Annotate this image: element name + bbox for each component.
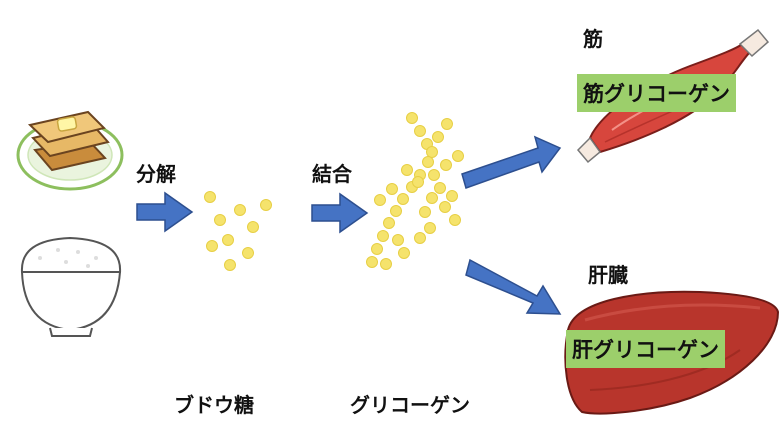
arrow-icon <box>311 192 369 234</box>
arrow-icon <box>465 258 562 315</box>
toast-icon <box>16 110 124 191</box>
glycogen-branch-icon <box>366 112 464 270</box>
liver-label: 肝臓 <box>588 263 628 287</box>
glucose-label: ブドウ糖 <box>174 393 254 417</box>
liver-glycogen-label: 肝グリコーゲン <box>566 330 725 368</box>
combine-label: 結合 <box>312 162 352 186</box>
arrow-icon <box>136 191 194 233</box>
muscle-glycogen-label: 筋グリコーゲン <box>577 74 736 112</box>
breakdown-label: 分解 <box>136 162 176 186</box>
muscle-label: 筋 <box>583 27 603 51</box>
glycogen-label: グリコーゲン <box>350 393 470 417</box>
rice-bowl-icon <box>20 236 122 337</box>
glucose-dots-icon <box>204 191 272 271</box>
arrow-icon <box>461 135 562 189</box>
